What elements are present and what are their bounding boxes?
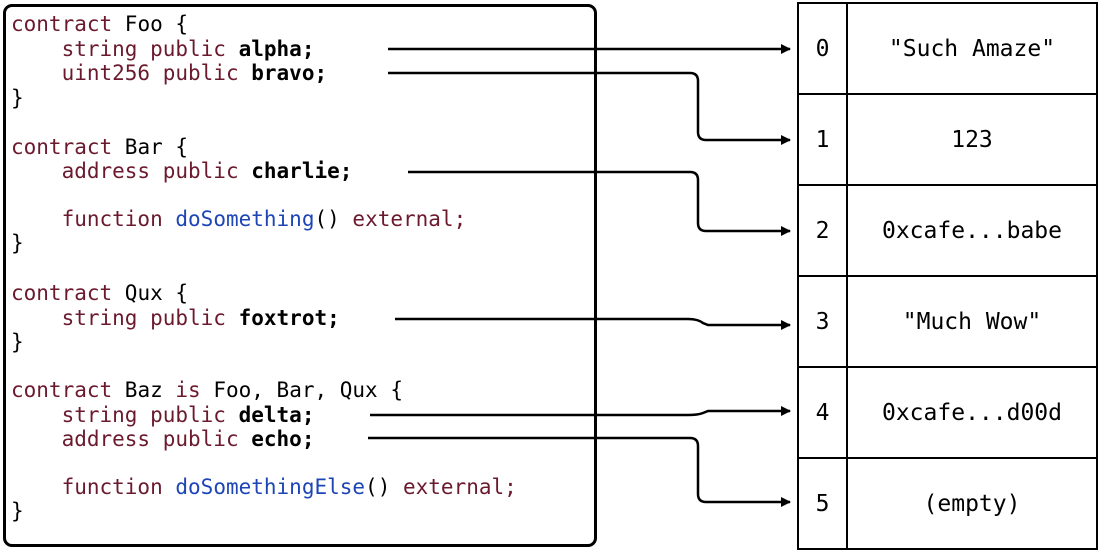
function-dosomethingelse-line: function doSomethingElse() external;	[11, 475, 517, 499]
variable-alpha-line: string public alpha;	[11, 37, 315, 61]
keyword: contract	[11, 378, 113, 402]
contract-name: Baz	[112, 378, 163, 402]
function-name: doSomething	[175, 207, 315, 231]
arrow-charlie-to-slot-2	[408, 170, 791, 236]
function-name: doSomethingElse	[175, 475, 366, 499]
variable-name: alpha;	[238, 37, 315, 61]
keyword: function	[61, 207, 163, 231]
type-keyword: address public	[61, 159, 239, 183]
storage-slots-table: 0 "Such Amaze" 1 123 2 0xcafe...babe 3 "…	[797, 2, 1098, 550]
type-keyword: address public	[61, 427, 239, 451]
arrow-delta-to-slot-4	[370, 406, 791, 417]
variable-name: charlie;	[251, 159, 353, 183]
storage-slot-row: 0 "Such Amaze"	[799, 4, 1096, 95]
contract-bar-declaration: contract Bar {	[11, 135, 188, 159]
contract-qux-declaration: contract Qux {	[11, 281, 188, 305]
contract-name: Foo {	[112, 12, 189, 36]
contract-name: Qux {	[112, 281, 189, 305]
storage-slot-row: 3 "Much Wow"	[799, 277, 1096, 368]
contract-baz-declaration: contract Baz is Foo, Bar, Qux {	[11, 378, 403, 402]
slot-index: 1	[799, 95, 848, 184]
storage-slot-row: 5 (empty)	[799, 459, 1096, 548]
slot-index: 0	[799, 4, 848, 93]
variable-echo-line: address public echo;	[11, 427, 315, 451]
closing-brace: }	[11, 231, 24, 255]
variable-name: foxtrot;	[238, 306, 340, 330]
type-keyword: uint256 public	[61, 61, 239, 85]
slot-value: 123	[951, 126, 993, 153]
parens: ()	[314, 207, 340, 231]
storage-slot-row: 1 123	[799, 95, 1096, 186]
type-keyword: string public	[61, 403, 226, 427]
parens: ()	[365, 475, 391, 499]
variable-bravo-line: uint256 public bravo;	[11, 61, 328, 85]
keyword: contract	[11, 281, 113, 305]
variable-name: echo;	[251, 427, 315, 451]
type-keyword: string public	[61, 306, 226, 330]
contract-name: Bar {	[112, 135, 189, 159]
slot-index: 4	[799, 368, 848, 457]
slot-value: "Much Wow"	[902, 308, 1042, 335]
slot-index: 3	[799, 277, 848, 366]
code-panel	[3, 4, 597, 547]
closing-brace: }	[11, 86, 24, 110]
variable-delta-line: string public delta;	[11, 403, 315, 427]
slot-value: "Such Amaze"	[888, 35, 1056, 62]
variable-name: bravo;	[251, 61, 328, 85]
arrow-bravo-to-slot-1	[388, 71, 791, 145]
keyword: contract	[11, 12, 113, 36]
keyword: contract	[11, 135, 113, 159]
variable-charlie-line: address public charlie;	[11, 159, 353, 183]
modifier-keyword: external;	[403, 475, 517, 499]
closing-brace: }	[11, 499, 24, 523]
closing-brace: }	[11, 330, 24, 354]
variable-foxtrot-line: string public foxtrot;	[11, 306, 340, 330]
slot-value: (empty)	[923, 490, 1021, 517]
parent-contracts: Foo, Bar, Qux {	[200, 378, 403, 402]
slot-value: 0xcafe...babe	[881, 217, 1062, 244]
contract-foo-declaration: contract Foo {	[11, 12, 188, 36]
arrow-foxtrot-to-slot-3	[395, 317, 791, 330]
storage-slot-row: 4 0xcafe...d00d	[799, 368, 1096, 459]
slot-value: 0xcafe...d00d	[881, 399, 1062, 426]
variable-name: delta;	[238, 403, 315, 427]
arrow-echo-to-slot-5	[368, 436, 791, 507]
is-keyword: is	[175, 378, 201, 402]
storage-slot-row: 2 0xcafe...babe	[799, 186, 1096, 277]
modifier-keyword: external;	[352, 207, 467, 231]
slot-index: 2	[799, 186, 848, 275]
type-keyword: string public	[61, 37, 226, 61]
function-dosomething-line: function doSomething() external;	[11, 207, 467, 231]
keyword: function	[61, 475, 163, 499]
slot-index: 5	[799, 459, 848, 548]
